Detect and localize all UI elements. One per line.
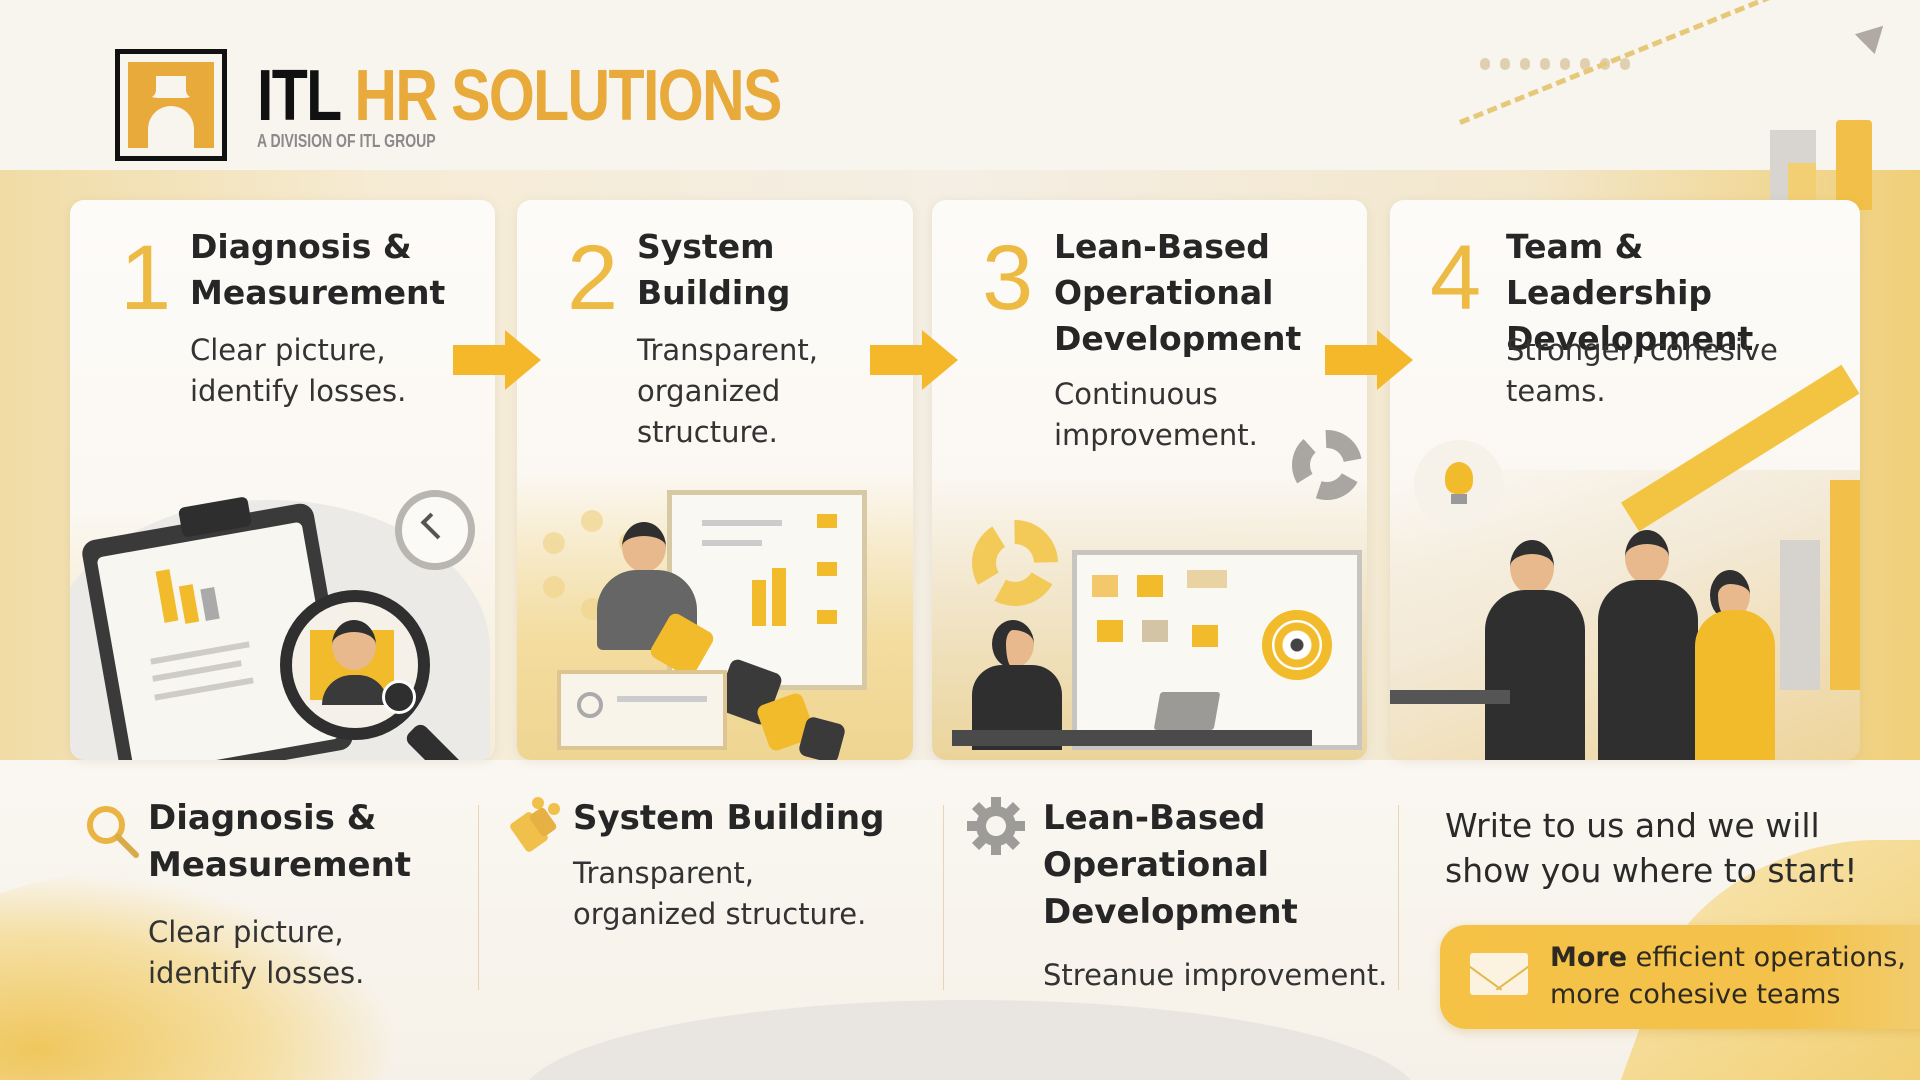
gear-icon [1292,430,1362,500]
logo-mark-icon [115,49,227,161]
brand-name-primary: ITL [257,56,341,136]
summary-description: Transparent, organized structure. [573,856,867,931]
divider [478,805,479,990]
growth-decoration [1400,0,1920,210]
cta-text-line2: more cohesive teams [1550,979,1841,1010]
cta-text: More efficient operations, more cohesive… [1550,939,1906,1013]
clipboard-magnifier-illustration [70,470,495,760]
meeting-kanban-illustration [932,430,1367,760]
clock-icon [395,490,475,570]
brand-name: ITL HR SOLUTIONS [257,60,782,132]
cta-text-line1: efficient operations, [1627,942,1906,973]
step-number: 2 [567,227,619,329]
check-badge-icon [382,680,416,714]
step-description: Continuous improvement. [1054,377,1258,452]
divider [1398,805,1399,990]
contact-cta-button[interactable]: More efficient operations, more cohesive… [1440,925,1920,1029]
target-icon [1262,610,1332,680]
step-card-3: 3 Lean-Based Operational Development Con… [932,200,1367,760]
person-figure [622,522,666,572]
bar-decoration [1836,120,1872,210]
magnifier-icon [87,806,139,858]
step-number: 4 [1430,227,1482,329]
summary-title: System Building [573,798,885,838]
brand-logo: ITL HR SOLUTIONS A DIVISION OF ITL GROUP [115,49,896,161]
summary-title: Diagnosis & Measurement [148,798,412,885]
gear-icon [967,797,1025,855]
flow-arrow-icon [453,330,545,390]
step-description: Clear picture, identify losses. [190,333,407,408]
step-card-4: 4 Team & Leadership Development Stronger… [1390,200,1860,760]
person-figure [1625,530,1669,584]
dots-decoration [1480,58,1630,70]
step-title: Lean-Based Operational Development [1054,227,1302,358]
brand-tagline: A DIVISION OF ITL GROUP [257,131,436,151]
person-figure [992,620,1034,668]
summary-title: Lean-Based Operational Development [1043,798,1298,932]
summary-description: Streanue improvement. [1043,958,1388,992]
summary-description: Clear picture, identify losses. [148,915,365,990]
cta-headline: Write to us and we will show you where t… [1445,806,1858,890]
laptop-icon [1153,692,1221,730]
step-description: Stronger, cohesive teams. [1506,333,1778,408]
flow-arrow-icon [870,330,962,390]
step-card-1: 1 Diagnosis & Measurement Clear picture,… [70,200,495,760]
puzzle-whiteboard-illustration [517,470,913,760]
step-number: 3 [982,227,1034,329]
team-growth-illustration [1390,364,1860,760]
brand-name-secondary: HR SOLUTIONS [354,56,782,136]
gear-icon [972,520,1058,606]
flow-arrow-icon [1325,330,1417,390]
envelope-icon [1470,953,1528,995]
step-card-2: 2 System Building Transparent, organized… [517,200,913,760]
step-title: Team & Leadership Development [1506,227,1754,358]
person-figure [1510,540,1554,594]
puzzle-icon [510,797,560,852]
step-number: 1 [120,227,172,329]
step-title: Diagnosis & Measurement [190,227,446,312]
divider [943,805,944,990]
trend-arrow-icon [1854,15,1894,55]
cta-text-bold: More [1550,942,1628,973]
bar-decoration [1788,163,1816,203]
step-title: System Building [637,227,791,312]
step-description: Transparent, organized structure. [637,333,818,449]
